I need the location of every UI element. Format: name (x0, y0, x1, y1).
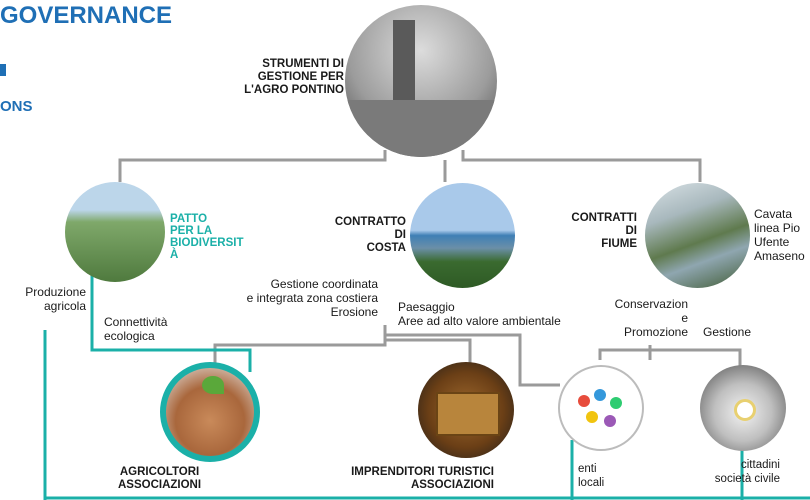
imprenditori-photo-circle (418, 362, 514, 458)
fiume-rivers-label: Cavata linea Pio Ufente Amaseno (754, 207, 805, 263)
imprenditori-label: IMPRENDITORI TURISTICI ASSOCIAZIONI (351, 466, 494, 491)
agricoltori-photo-circle (160, 362, 260, 462)
costa-photo-circle (410, 183, 515, 288)
root-photo-circle (345, 5, 497, 157)
costa-label: CONTRATTO DI COSTA (334, 216, 406, 254)
suitcase-shape (436, 392, 500, 436)
header-mark (0, 64, 6, 76)
fiume-label: CONTRATTI DI FIUME (571, 212, 637, 250)
header-subtitle: ONS (0, 98, 33, 115)
gestione-label: Gestione (703, 325, 752, 339)
paesaggio-label: Paesaggio Aree ad alto valore ambientale (398, 300, 561, 328)
water-shape (345, 100, 497, 157)
header-title: GOVERNANCE (0, 2, 173, 29)
produzione-label: Produzione agricola (25, 285, 86, 313)
sprout-icon (202, 376, 224, 394)
conservazione-label: Conservazion e Promozione (614, 297, 688, 339)
tower-shape (393, 20, 415, 100)
root-label: STRUMENTI DI GESTIONE PER L'AGRO PONTINO (244, 58, 344, 96)
gestione-coordinata-label: Gestione coordinata e integrata zona cos… (246, 277, 378, 319)
enti-label: enti locali (578, 463, 605, 489)
fiume-photo-circle (645, 183, 750, 288)
cittadini-photo-circle (700, 365, 786, 451)
patto-label: PATTO PER LA BIODIVERSIT À (170, 213, 244, 261)
enti-photo-circle (558, 365, 644, 451)
cittadini-label: cittadini società civile (714, 459, 780, 485)
connettivita-label: Connettività ecologica (104, 315, 168, 343)
agricoltori-label: AGRICOLTORI ASSOCIAZIONI (118, 466, 202, 491)
patto-photo-circle (65, 182, 165, 282)
